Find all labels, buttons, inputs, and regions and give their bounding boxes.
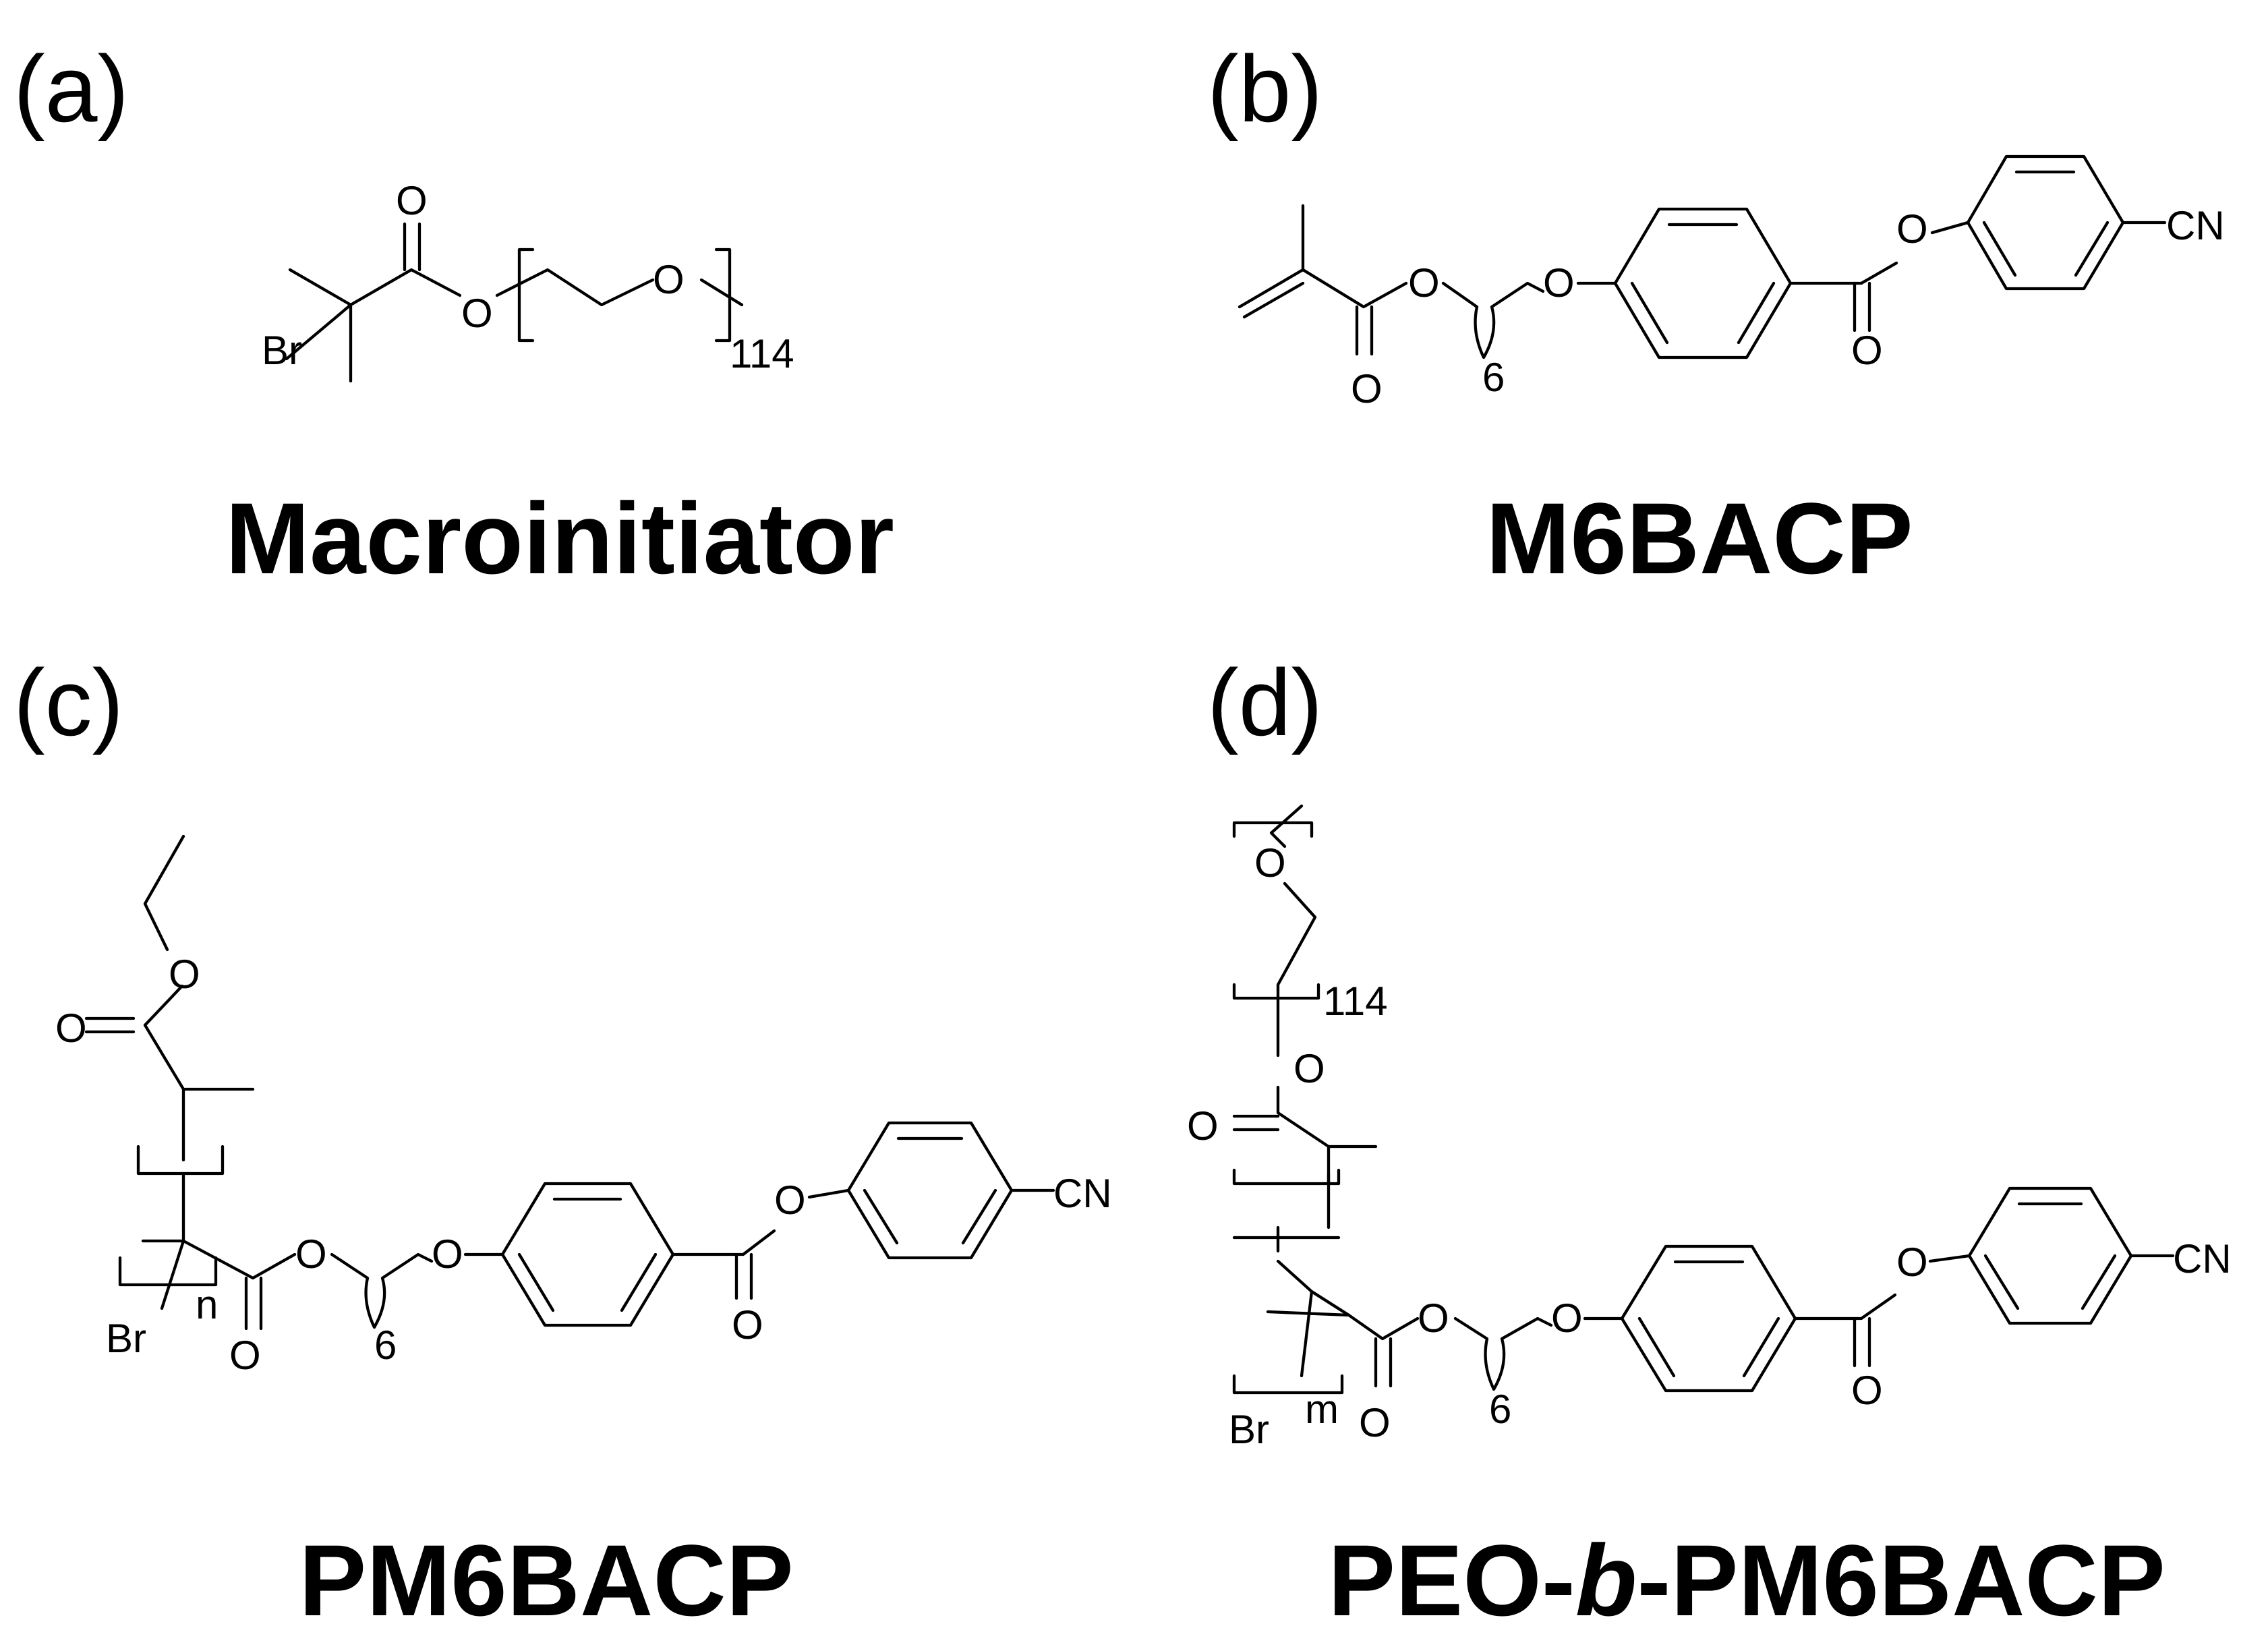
carbonyl-oxygen-1: O [1351,366,1383,411]
nitrile-group: CN [1053,1171,1112,1216]
bromine: Br [262,328,302,373]
benzene-ring-2 [1966,154,2125,291]
phenyl-ester-bond [807,1188,850,1199]
bromine: Br [106,1316,146,1361]
carbonyl-double-bond-top [84,1016,136,1034]
benzene-ring-2 [1967,1186,2133,1325]
pm6bacp-structure: O O O O Br n 6 O O O CN [55,834,1112,1378]
spacer-count: 6 [374,1323,397,1368]
ester-oxygen-1: O [1408,260,1440,306]
hexyl-spacer [1441,281,1545,359]
carbonyl-oxygen-2: O [732,1302,763,1348]
carbonyl-double-bond-1 [244,1276,263,1331]
carbonyl-oxygen-1: O [1359,1400,1391,1445]
panel-c-name: PM6BACP [299,1524,793,1637]
carbonyl-double-bond [403,222,421,272]
repeat-m: m [1305,1387,1339,1432]
lower-bracket [1232,1374,1344,1395]
panel-a: (a) O O O Br 114 Macroinitiator [13,36,894,595]
backbone-bonds [141,1171,297,1310]
benzoate-bonds [1789,261,1898,332]
hexyl-spacer [330,1252,434,1329]
panel-c-label: (c) [13,649,123,755]
ester-oxygen-2: O [1896,206,1928,252]
spacer-count: 6 [1489,1387,1511,1432]
m6bacp-structure: O O 6 O O O CN [1238,154,2225,411]
panel-d-label: (d) [1207,649,1322,755]
benzene-ring-1 [500,1182,675,1327]
lower-bracket [118,1256,218,1287]
panel-d-name-prefix: PEO- [1328,1524,1575,1637]
top-carbonyl-oxygen: O [1187,1103,1219,1149]
nitrile-group: CN [2166,203,2225,248]
ester-oxygen-2: O [774,1178,806,1223]
peo-repeat-count: 114 [1323,979,1388,1024]
ether-oxygen: O [653,257,685,302]
carbonyl-oxygen-2: O [1851,1368,1883,1413]
panel-b: (b) O O 6 O O O CN M6BACP [1207,36,2225,595]
bromine: Br [1229,1407,1269,1452]
repeat-n: n [196,1282,218,1327]
ester-oxygen-1: O [295,1232,327,1277]
peo-chain-bonds [1276,881,1317,1058]
panel-b-name: M6BACP [1486,482,1913,595]
panel-c: (c) O O O O Br [13,649,1112,1637]
linker-bonds [1276,1085,1378,1229]
peo-oxygen: O [1254,840,1286,886]
panel-a-name: Macroinitiator [225,482,894,595]
phenyl-ester-bond [1930,221,1970,235]
initiator-bonds [285,268,462,383]
ether-oxygen: O [1543,260,1575,306]
ether-oxygen: O [432,1232,463,1277]
top-carbonyl-oxygen: O [55,1006,87,1051]
methacrylate-bonds [1238,204,1408,319]
benzene-ring-2 [846,1121,1014,1260]
repeat-brackets [517,248,732,343]
carbonyl-double-bond-top [1232,1114,1280,1132]
macroinitiator-structure: O O O Br 114 [262,178,794,383]
ethyl-ester-oxygen: O [169,952,200,997]
carbonyl-oxygen-1: O [229,1333,261,1378]
panel-d-name: PEO-b-PM6BACP [1328,1524,2165,1637]
benzoate-bonds [1793,1293,1897,1368]
panel-d-name-suffix: -PM6BACP [1637,1524,2165,1637]
benzene-ring-1 [1613,207,1793,359]
nitrile-group: CN [2173,1236,2232,1281]
panel-b-label: (b) [1207,36,1322,142]
carbonyl-oxygen: O [396,178,428,223]
spacer-count: 6 [1482,355,1505,400]
panel-d-name-italic: b [1575,1524,1637,1637]
linker-oxygen: O [1293,1046,1325,1091]
benzene-ring-1 [1620,1244,1797,1393]
benzoate-bonds [671,1229,776,1300]
ester-oxygen-2: O [1896,1240,1928,1285]
phenyl-ester-bond [1928,1254,1971,1263]
ethylene-oxide-bonds [495,268,744,307]
panel-d: (d) O 114 [1187,649,2232,1637]
peo-b-pm6bacp-structure: O 114 O O O O Br m 6 O O O CN [1187,804,2232,1452]
peo-end-bracket [1232,804,1314,848]
repeat-count: 114 [730,331,794,376]
carbonyl-oxygen-2: O [1851,328,1883,373]
ether-oxygen: O [1551,1296,1583,1341]
peo-repeat-bracket [1232,983,1320,1000]
carbonyl-double-bond-1 [1355,305,1374,356]
ester-oxygen: O [461,291,493,336]
ethyl-bonds [143,834,185,952]
upper-bracket-lower [1232,1225,1341,1253]
upper-bracket [1232,1168,1341,1186]
hexyl-spacer [1453,1316,1553,1391]
backbone-bonds [1266,1259,1420,1378]
carbonyl-double-bond-1 [1374,1337,1393,1388]
panel-a-label: (a) [13,36,129,142]
ester-oxygen-1: O [1418,1296,1449,1341]
upper-bracket [136,1145,225,1176]
end-group-bonds [143,984,255,1162]
